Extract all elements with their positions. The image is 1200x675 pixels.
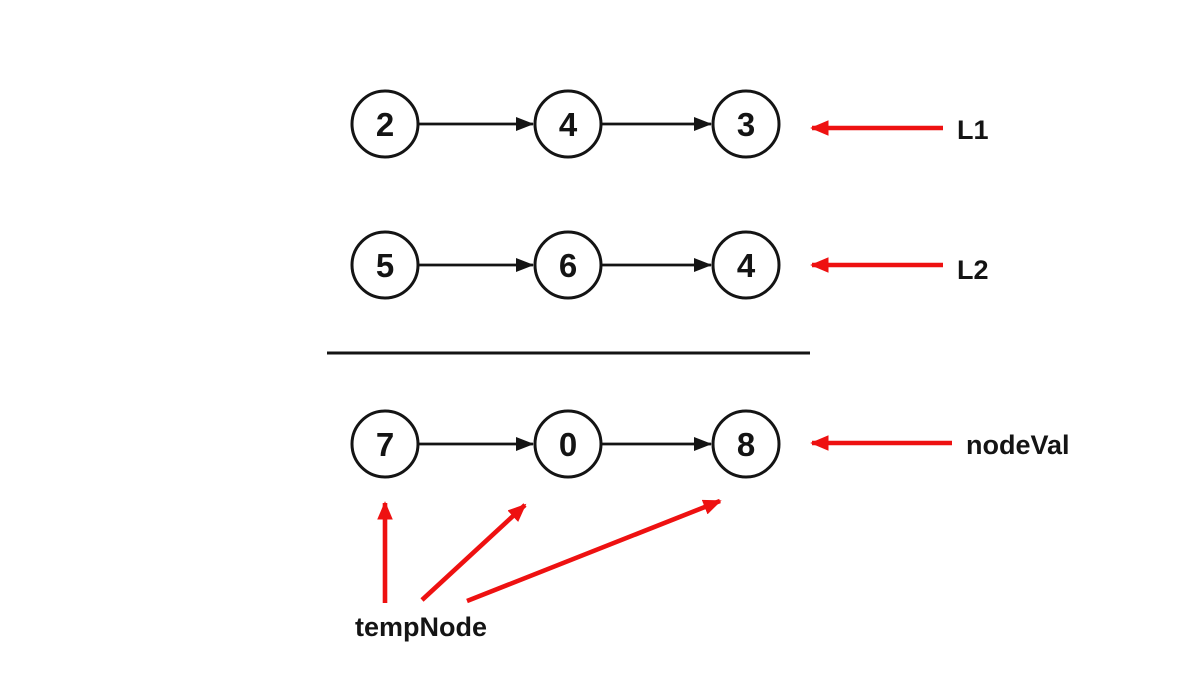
tempnode-label: tempNode [355, 612, 487, 642]
node-value: 0 [559, 426, 577, 463]
node-value: 8 [737, 426, 755, 463]
list-label-L1: L1 [957, 115, 989, 145]
node-value: 3 [737, 106, 755, 143]
linked-list-L2: 5 6 4 L2 [350, 230, 989, 300]
linked-list-result: 7 0 8 nodeVal [350, 409, 1070, 479]
tempnode-arrow-2 [466, 498, 722, 604]
list-label-L2: L2 [957, 255, 989, 285]
node-value: 5 [376, 247, 394, 284]
node-value: 7 [376, 426, 394, 463]
tempnode-annotation: tempNode [355, 498, 722, 642]
list-node-circle [350, 230, 420, 300]
tempnode-arrow-1 [420, 503, 527, 602]
node-value: 6 [559, 247, 577, 284]
list-node-circle [711, 230, 781, 300]
list-label-result: nodeVal [966, 430, 1070, 460]
linked-list-L1: 2 4 3 L1 [350, 89, 989, 159]
list-node-circle [350, 89, 420, 159]
node-value: 2 [376, 106, 394, 143]
list-node-circle [711, 89, 781, 159]
list-node-circle [350, 409, 420, 479]
node-value: 4 [559, 106, 578, 143]
list-node-circle [533, 230, 603, 300]
list-node-circle [711, 409, 781, 479]
list-node-circle [533, 89, 603, 159]
list-node-circle [533, 409, 603, 479]
node-value: 4 [737, 247, 756, 284]
